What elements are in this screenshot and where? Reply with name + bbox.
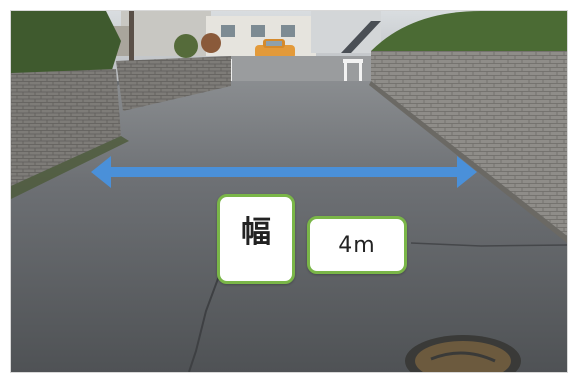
brick-wall-left: [11, 69, 121, 186]
barrier: [343, 59, 363, 63]
hedge-right: [371, 11, 567, 56]
manhole-cover: [405, 335, 521, 372]
hedge-left: [11, 11, 121, 81]
road-crack: [188, 275, 220, 372]
block-wall-left-far: [116, 56, 231, 111]
measurement-label: 4m: [307, 216, 407, 274]
background-buildings: [101, 11, 381, 56]
far-road: [221, 56, 371, 81]
brick-wall-right: [371, 51, 567, 236]
width-label: 幅: [217, 194, 295, 284]
street-scene: [11, 11, 567, 372]
width-arrow-icon: [91, 156, 477, 188]
street-photo: [10, 10, 568, 373]
utility-pole: [129, 11, 134, 66]
